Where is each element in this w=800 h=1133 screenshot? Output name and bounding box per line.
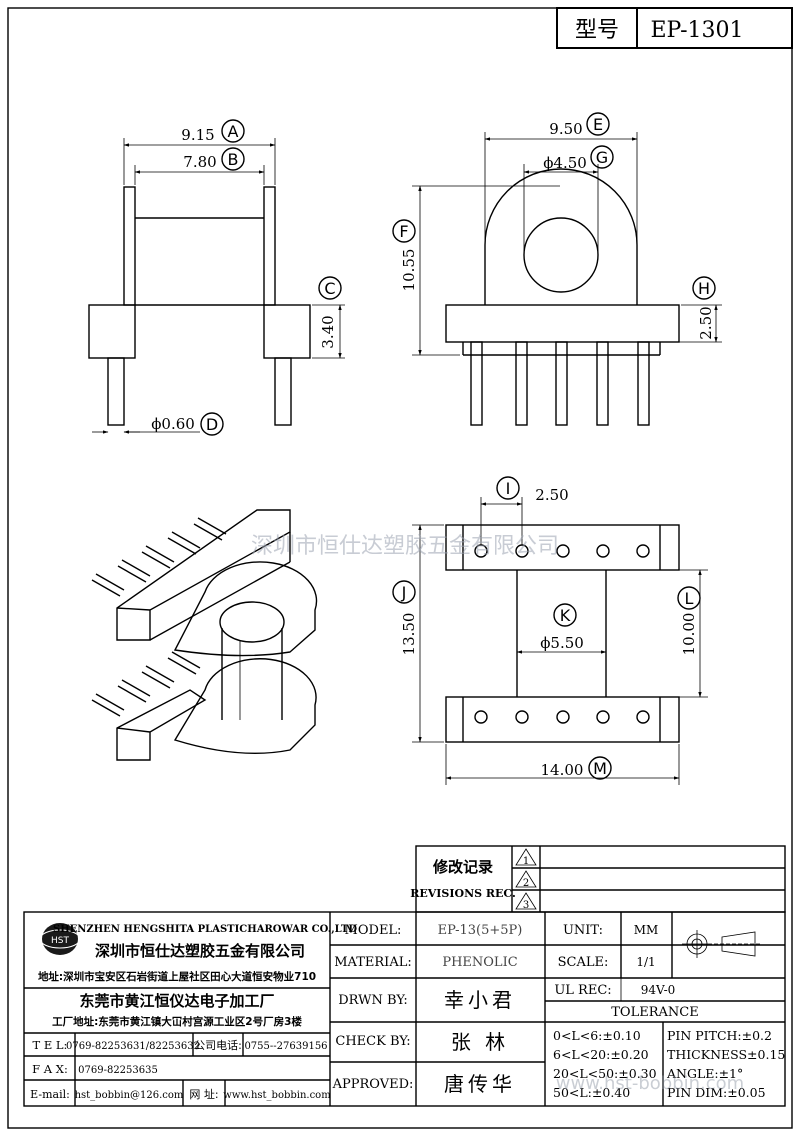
company-address: 地址:深圳市宝安区石岩街道上屋社区田心大道恒安物业710 [38, 970, 316, 983]
dim-a-label: A [228, 122, 239, 141]
tolerance-left-2: 6<L<20:±0.20 [553, 1047, 649, 1062]
unit-value: MM [634, 923, 659, 937]
company-name-cn: 深圳市恒仕达塑胶五金有限公司 [95, 942, 305, 960]
approved-value: 唐传华 [444, 1072, 516, 1096]
tolerance-left-1: 0<L<6:±0.10 [553, 1028, 641, 1043]
tel-label: T E L: [33, 1038, 68, 1052]
tolerance-label: TOLERANCE [611, 1005, 698, 1020]
type-label: 型号 [575, 18, 619, 43]
isometric-view [91, 509, 318, 761]
model-value: EP-13(5+5P) [438, 923, 523, 938]
web-label: 网 址: [189, 1087, 218, 1101]
projection-symbol-icon [682, 930, 760, 958]
dim-i-value: 2.50 [535, 486, 568, 504]
dim-l-value: 10.00 [680, 613, 698, 656]
sheet-border [7, 7, 793, 1129]
scale-value: 1/1 [636, 955, 655, 969]
dim-m-label: M [593, 759, 607, 778]
front-view: 9.50 E ϕ4.50 G F 10.55 H 2.50 [392, 112, 722, 426]
revision-mark-1: 1 [523, 856, 529, 867]
drawn-value: 幸小君 [444, 988, 516, 1012]
dim-c-label: C [324, 279, 335, 298]
email-label: E-mail: [30, 1088, 70, 1101]
check-value: 张 林 [451, 1030, 509, 1054]
title-block: HST SHENZHEN HENGSHITA PLASTICHAROWAR CO… [23, 911, 786, 1107]
tolerance-left-3: 20<L<50:±0.30 [553, 1066, 657, 1081]
ul-label: UL REC: [554, 983, 611, 998]
watermark-text: 深圳市恒仕达塑胶五金有限公司 [251, 534, 559, 559]
material-value: PHENOLIC [442, 955, 517, 970]
dim-e-label: E [593, 115, 603, 134]
factory-address: 工厂地址:东莞市黄江镇大冚村宫源工业区2号厂房3楼 [52, 1015, 302, 1028]
dim-l-label: L [685, 589, 694, 608]
dim-j-label: J [401, 583, 407, 602]
dim-g-value: ϕ4.50 [543, 154, 587, 172]
tolerance-right-2: THICKNESS±0.15 [667, 1047, 785, 1062]
dim-b-value: 7.80 [183, 153, 216, 171]
dim-b-label: B [228, 150, 239, 169]
material-label: MATERIAL: [334, 955, 411, 970]
web-value: www.hst_bobbin.com [223, 1090, 331, 1101]
tolerance-right-1: PIN PITCH:±0.2 [667, 1028, 772, 1043]
check-label: CHECK BY: [335, 1034, 410, 1049]
tel-value: 0769-82253631/82253632 [66, 1041, 200, 1052]
dim-e-value: 9.50 [549, 120, 582, 138]
dim-d-value: ϕ0.60 [151, 415, 195, 433]
footer-watermark: www.hst-bobbin.com [556, 1073, 744, 1094]
revisions-title-en: REVISIONS REC. [410, 887, 516, 900]
dim-h-value: 2.50 [697, 306, 715, 339]
dim-k-label: K [560, 606, 571, 625]
side-view: 9.15 A 7.80 B C 3.40 ϕ0.60 D [88, 119, 345, 436]
tolerance-right-3: ANGLE:±1° [666, 1066, 743, 1081]
revision-mark-3: 3 [523, 900, 529, 911]
revisions-block: 修改记录 REVISIONS REC. 1 2 3 [410, 845, 786, 913]
logo-text: HST [51, 936, 69, 946]
dim-d-label: D [206, 415, 218, 434]
company-phone-value: 0755--27639156 [244, 1041, 327, 1052]
dim-a-value: 9.15 [181, 126, 214, 144]
fax-value: 0769-82253635 [78, 1065, 158, 1076]
company-name-en: SHENZHEN HENGSHITA PLASTICHAROWAR CO.,LT… [53, 924, 357, 935]
dim-f-label: F [399, 222, 408, 241]
unit-label: UNIT: [563, 923, 603, 938]
model-number: EP-1301 [650, 18, 743, 43]
dim-g-label: G [596, 148, 608, 167]
dim-k-value: ϕ5.50 [540, 634, 584, 652]
dim-j-value: 13.50 [400, 613, 418, 656]
dim-h-label: H [698, 279, 710, 298]
tolerance-right-4: PIN DIM:±0.05 [667, 1085, 766, 1100]
model-header: 型号 EP-1301 [556, 7, 793, 49]
factory-name: 东莞市黄江恒仪达电子加工厂 [79, 992, 274, 1010]
fax-label: F A X: [32, 1062, 68, 1076]
dim-m-value: 14.00 [541, 761, 584, 779]
dim-i-label: I [506, 479, 511, 498]
scale-label: SCALE: [558, 955, 609, 970]
dim-c-value: 3.40 [319, 315, 337, 348]
approved-label: APPROVED: [332, 1077, 414, 1092]
ul-value: 94V-0 [641, 983, 676, 997]
revisions-title-cn: 修改记录 [432, 858, 493, 876]
tolerance-left-4: 50<L:±0.40 [553, 1085, 630, 1100]
company-logo: HST [39, 923, 81, 955]
drawn-label: DRWN BY: [338, 993, 407, 1008]
model-label: MODEL: [345, 923, 402, 938]
email-value: hst_bobbin@126.com [75, 1090, 184, 1101]
bottom-view: I 2.50 J 13.50 K ϕ5.50 L 10.00 14.00 M [392, 476, 708, 785]
revision-mark-2: 2 [523, 878, 529, 889]
company-phone-label: 公司电话: [194, 1039, 242, 1052]
dim-f-value: 10.55 [400, 249, 418, 292]
